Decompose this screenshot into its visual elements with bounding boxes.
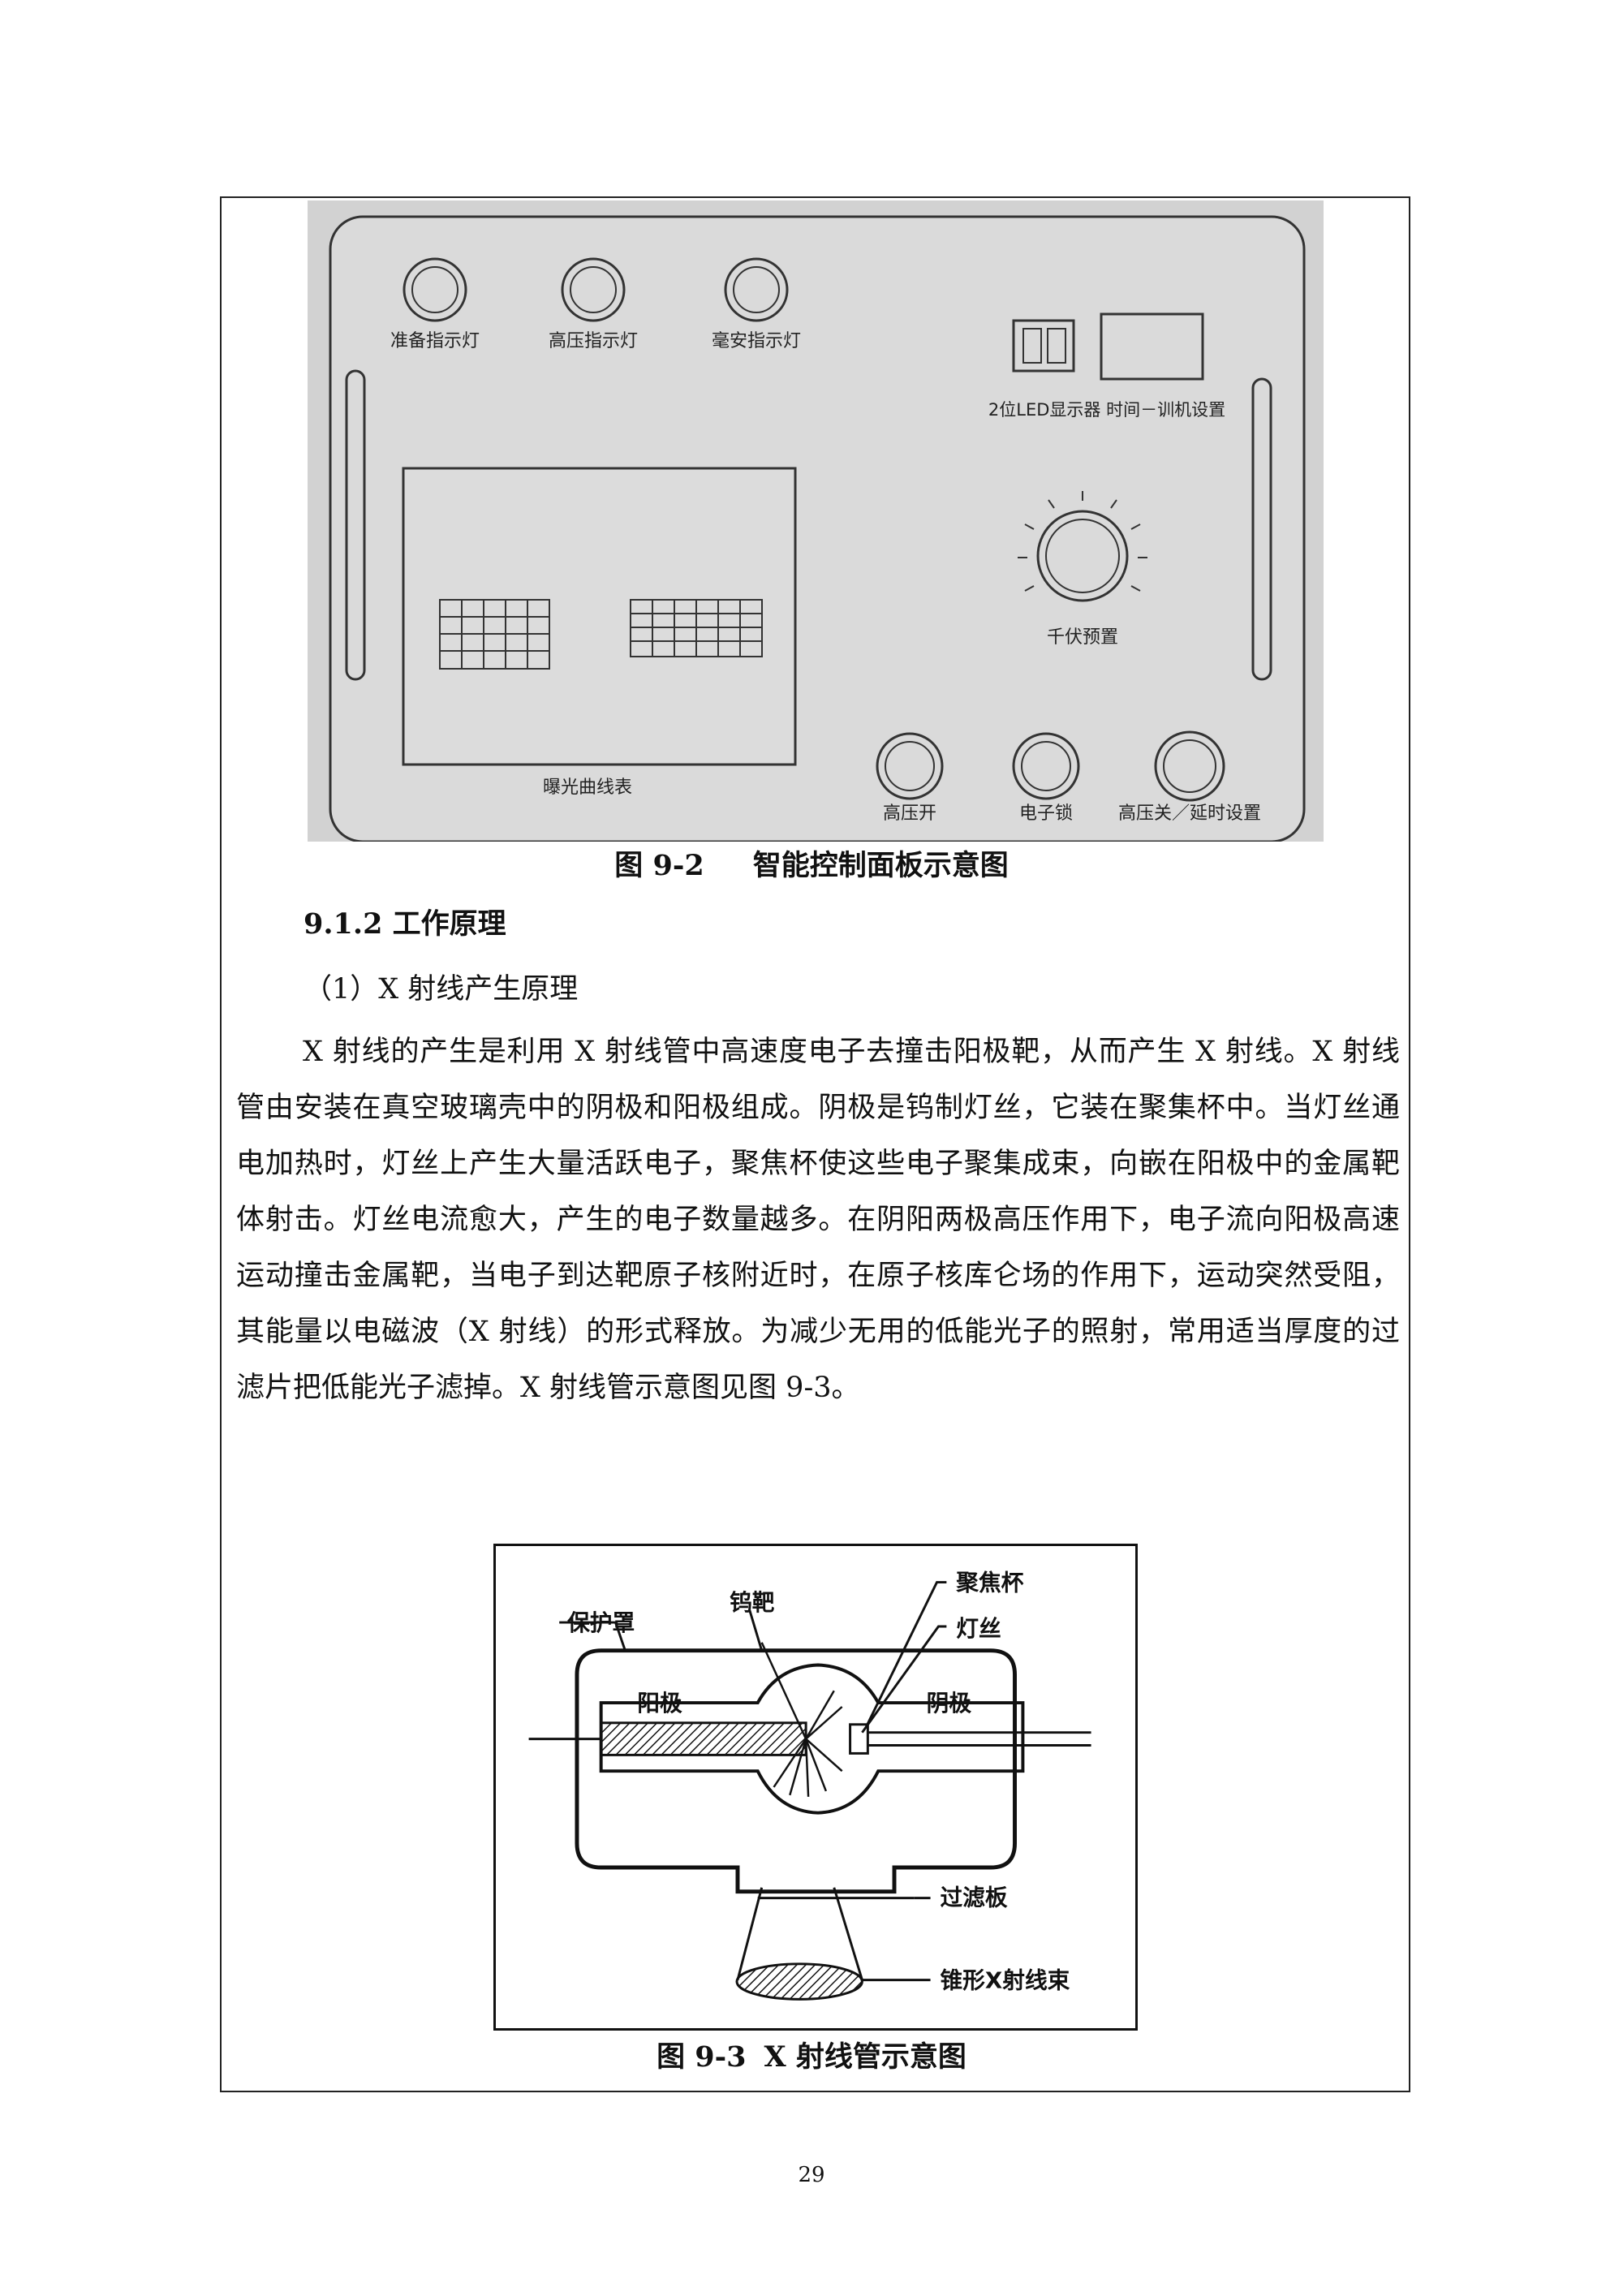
figure-9-3-title: X 射线管示意图	[764, 2040, 966, 2074]
kv-knob-label: 千伏预置	[1047, 627, 1118, 648]
led-display	[1012, 312, 1204, 381]
figure-9-2-caption: 图 9-2 智能控制面板示意图	[0, 842, 1623, 884]
indicator-light	[561, 257, 626, 322]
subsection-title: （1）X 射线产生原理	[304, 973, 579, 1006]
cone-beam	[735, 1887, 863, 2001]
cathode-label: 阴极	[927, 1690, 972, 1717]
indicator-light	[403, 257, 467, 322]
hv-light-label: 高压指示灯	[549, 331, 638, 351]
cathode-filament	[849, 1723, 869, 1755]
figure-9-2-title: 智能控制面板示意图	[752, 849, 1009, 882]
hv-off-button	[1154, 730, 1225, 802]
hv-off-delay-label: 高压关／延时设置	[1118, 803, 1261, 824]
electronic-lock-button	[1012, 732, 1080, 800]
tungsten-target-label: 钨靶	[730, 1589, 775, 1616]
glass-envelope	[599, 1663, 1025, 1815]
anode-label: 阳极	[637, 1690, 682, 1717]
xray-emission	[760, 1642, 843, 1797]
protective-shield	[575, 1648, 1017, 1894]
content-frame	[220, 196, 1410, 2092]
page-number: 29	[798, 2163, 825, 2187]
body-paragraph: X 射线的产生是利用 X 射线管中高速度电子去撞击阳极靶，从而产生 X 射线。X…	[236, 1036, 1400, 1404]
led-display-label: 2位LED显示器 时间－训机设置	[988, 400, 1225, 420]
focus-cup-label: 聚焦杯	[955, 1569, 1023, 1596]
ma-light-label: 毫安指示灯	[712, 331, 801, 351]
figure-9-3-caption: 图 9-3 X 射线管示意图	[0, 2034, 1623, 2075]
hv-on-button	[876, 732, 944, 800]
xray-tube-figure: 聚焦杯 钨靶 保护罩 灯丝 阳极 阴极 过滤板 锥形X射线束	[493, 1544, 1138, 2031]
filter-label: 过滤板	[940, 1885, 1007, 1911]
figure-9-2-number: 图 9-2	[614, 849, 704, 882]
anode-rod	[600, 1721, 807, 1756]
electronic-lock-label: 电子锁	[1019, 803, 1073, 824]
ready-light-label: 准备指示灯	[390, 331, 480, 351]
figure-9-3-number: 图 9-3	[657, 2040, 747, 2074]
cone-beam-label: 锥形X射线束	[940, 1967, 1070, 1994]
right-handle-slot	[1251, 377, 1272, 681]
shield-label: 保护罩	[566, 1609, 635, 1636]
control-panel-figure: 准备指示灯 高压指示灯 毫安指示灯 2位LED显示器 时间－训机设置 曝	[308, 200, 1324, 842]
indicator-light	[724, 257, 789, 322]
filament-label: 灯丝	[956, 1615, 1001, 1642]
left-handle-slot	[345, 369, 366, 681]
exposure-chart-label: 曝光曲线表	[543, 778, 632, 798]
kv-knob	[1018, 491, 1147, 602]
hv-on-label: 高压开	[883, 803, 936, 824]
section-title: 9.1.2 工作原理	[304, 907, 506, 941]
exposure-chart	[402, 467, 797, 766]
